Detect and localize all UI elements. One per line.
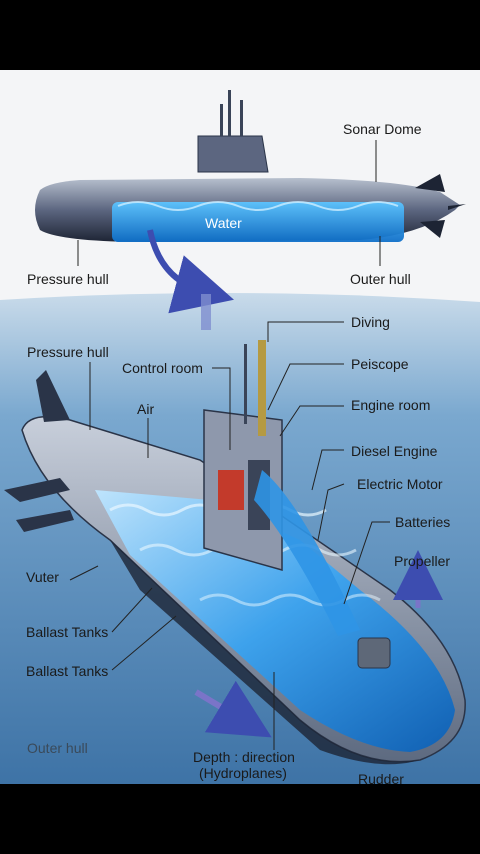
- label-sonar-dome: Sonar Dome: [343, 121, 422, 137]
- label-outer-hull: Outer hull: [27, 740, 88, 756]
- label-ballast-tanks-1: Ballast Tanks: [26, 624, 108, 640]
- upper-tail-fin: [36, 370, 70, 422]
- periscope-mast: [258, 340, 266, 436]
- label-diesel-engine: Diesel Engine: [351, 443, 438, 459]
- internal-water: [95, 490, 455, 752]
- label-pressure-hull: Pressure hull: [27, 344, 109, 360]
- label-ballast-tanks-2: Ballast Tanks: [26, 663, 108, 679]
- label-propeller: Propeller: [394, 553, 450, 569]
- top-letterbox: [0, 0, 480, 70]
- label-hydroplanes: (Hydroplanes): [199, 765, 287, 781]
- leader-lines: [69, 140, 390, 750]
- label-control-room: Control room: [122, 360, 203, 376]
- depth-arrow-icon: [194, 680, 272, 738]
- label-electric-motor: Electric Motor: [357, 476, 443, 492]
- main-submarine-cutaway: [4, 340, 466, 765]
- label-pressure-hull-top: Pressure hull: [27, 271, 109, 287]
- label-depth-direction: Depth : direction: [193, 749, 295, 765]
- flow-arrow-icon: [147, 229, 234, 314]
- label-vuter: Vuter: [26, 569, 59, 585]
- label-water: Water: [205, 215, 242, 231]
- diagram-canvas: Sonar Dome Water Pressure hull Outer hul…: [0, 70, 480, 784]
- label-air: Air: [137, 401, 154, 417]
- top-submarine: [35, 90, 466, 242]
- label-outer-hull-top: Outer hull: [350, 271, 411, 287]
- engine-component: [218, 470, 244, 510]
- label-engine-room: Engine room: [351, 397, 430, 413]
- water-inflow-stream: [254, 470, 360, 636]
- bottom-letterbox: [0, 784, 480, 854]
- ballast-water-band: [112, 202, 404, 242]
- label-periscope: Peiscope: [351, 356, 409, 372]
- submarine-diagram: Sonar Dome Water Pressure hull Outer hul…: [0, 70, 480, 784]
- label-rudder: Rudder: [358, 771, 404, 784]
- label-diving: Diving: [351, 314, 390, 330]
- label-batteries: Batteries: [395, 514, 450, 530]
